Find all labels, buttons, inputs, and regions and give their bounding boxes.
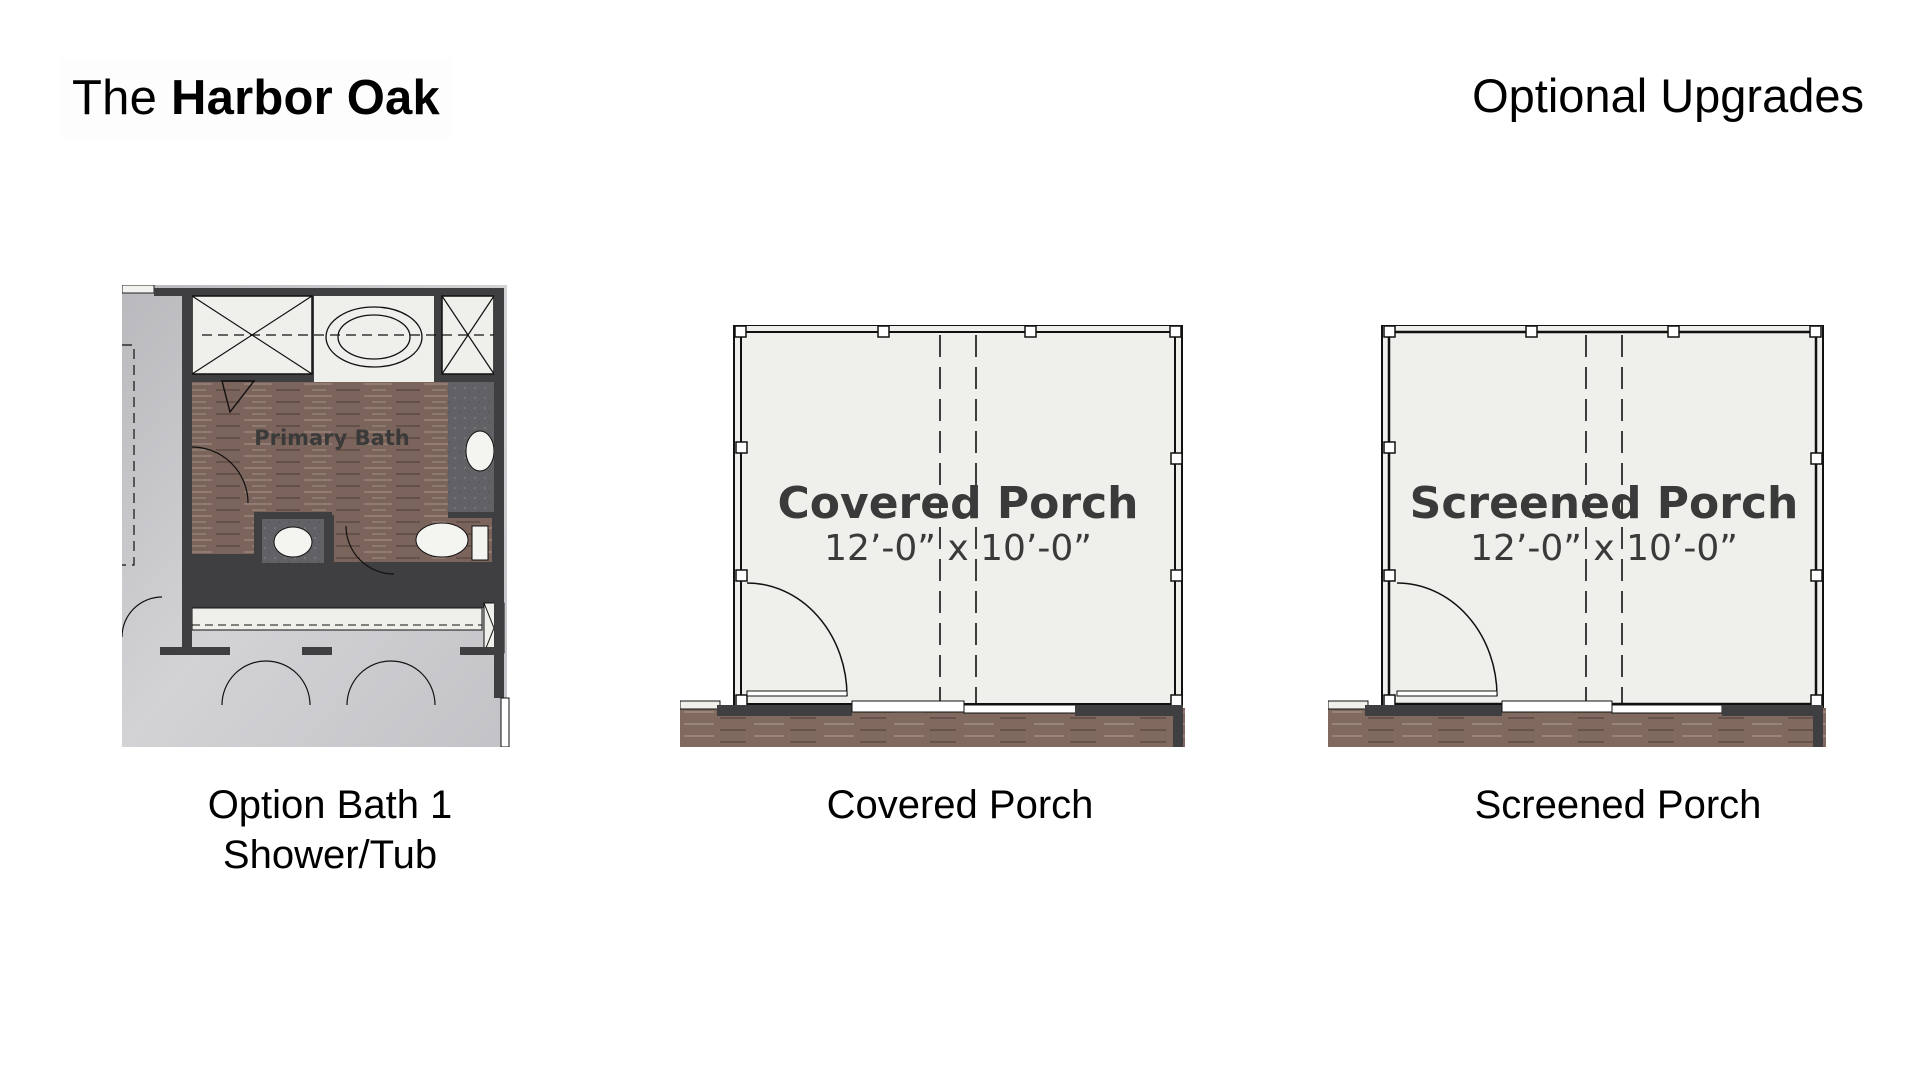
room-label-screened-porch: Screened Porch <box>1410 478 1799 529</box>
caption-bath-line2: Shower/Tub <box>222 833 438 877</box>
caption-bath-line1: Option Bath 1 <box>207 783 453 827</box>
page-title: The Harbor Oak <box>60 58 452 138</box>
room-label-covered-porch: Covered Porch <box>778 478 1139 529</box>
bath-floorplan: Primary Bath <box>121 284 512 748</box>
covered-porch-floorplan: Covered Porch 12’-0” x 10’-0” <box>679 324 1190 747</box>
bath-plan-drawing: Primary Bath <box>121 284 510 748</box>
title-plan-name: Harbor Oak <box>171 71 440 125</box>
room-label-primary-bath: Primary Bath <box>254 426 410 450</box>
covered-porch-drawing: Covered Porch 12’-0” x 10’-0” <box>679 324 1185 747</box>
screened-porch-drawing: Screened Porch 12’-0” x 10’-0” <box>1327 324 1826 747</box>
screened-porch-floorplan: Screened Porch 12’-0” x 10’-0” <box>1327 324 1838 747</box>
dimensions-screened-porch: 12’-0” x 10’-0” <box>1470 528 1738 569</box>
title-prefix: The <box>72 71 158 125</box>
caption-covered-porch: Covered Porch <box>826 783 1094 827</box>
caption-screened-porch: Screened Porch <box>1474 783 1762 827</box>
caption-bath-option: Option Bath 1 Shower/Tub <box>130 780 530 880</box>
dimensions-covered-porch: 12’-0” x 10’-0” <box>824 528 1092 569</box>
page-subtitle: Optional Upgrades <box>1472 69 1864 122</box>
